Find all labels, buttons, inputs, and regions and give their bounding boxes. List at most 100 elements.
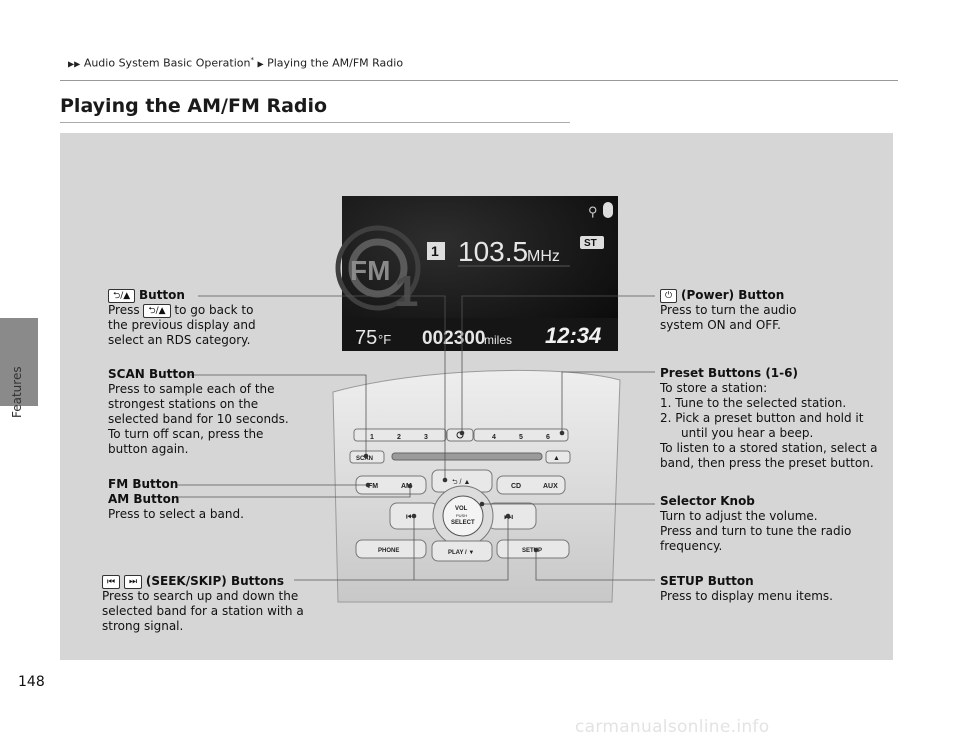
setup-label: SETUP: [522, 548, 542, 554]
display-clock: 12:34: [545, 323, 601, 348]
play-label: PLAY / ▼: [448, 550, 474, 556]
display-band: FM: [350, 255, 390, 286]
callout-fm-am-button: FM Button AM Button Press to select a ba…: [108, 477, 338, 522]
callout-scan-text: Press to sample each of the: [108, 382, 275, 396]
callout-scan-text: To turn off scan, press the: [108, 427, 264, 441]
selector-knob[interactable]: [442, 495, 484, 537]
callout-scan-title: SCAN Button: [108, 367, 195, 381]
callout-fm-title: FM Button: [108, 477, 179, 491]
callout-scan-text: strongest stations on the: [108, 397, 259, 411]
callout-preset-step: until you hear a beep.: [681, 426, 814, 440]
callout-fm-am-text: Press to select a band.: [108, 507, 244, 521]
callout-preset-buttons: Preset Buttons (1-6) To store a station:…: [660, 366, 900, 471]
svg-text:1: 1: [394, 267, 418, 316]
callout-setup-button: SETUP Button Press to display menu items…: [660, 574, 890, 604]
knob-select-label: SELECT: [451, 520, 475, 526]
callout-selector-text: Turn to adjust the volume.: [660, 509, 818, 523]
callout-am-title: AM Button: [108, 492, 180, 506]
display-temp-unit: °F: [378, 332, 391, 347]
usb-icon: ⚲: [588, 204, 598, 219]
bluetooth-icon: [603, 202, 613, 218]
aux-button[interactable]: AUX: [543, 483, 558, 490]
display-frequency: 103.5: [458, 236, 528, 267]
breadcrumb: ▶▶ Audio System Basic Operation* ▶ Playi…: [68, 56, 403, 70]
display-screen: FM 1 ⚲ 1 103.5 MHz ST 75 °F 002300 miles…: [335, 196, 618, 351]
page-number: 148: [18, 674, 45, 690]
power-button[interactable]: [446, 428, 474, 442]
display-odometer-unit: miles: [484, 333, 512, 347]
callout-seek-text: Press to search up and down the: [102, 589, 299, 603]
callout-selector-title: Selector Knob: [660, 494, 755, 508]
callout-power-title: (Power) Button: [680, 288, 785, 302]
watermark: carmanualsonline.info: [575, 717, 770, 737]
callout-power-button: ⏻ (Power) Button Press to turn the audio…: [660, 288, 890, 333]
preset-2-label[interactable]: 2: [397, 434, 401, 441]
callout-seek-skip: ⏮ ⏭ (SEEK/SKIP) Buttons Press to search …: [102, 574, 332, 634]
knob-vol-label: VOL: [455, 506, 468, 512]
callout-scan-button: SCAN Button Press to sample each of the …: [108, 367, 338, 457]
cd-button[interactable]: CD: [511, 483, 521, 490]
am-button[interactable]: AM: [401, 483, 412, 490]
knob-push-label: PUSH: [456, 513, 467, 518]
callout-setup-title: SETUP Button: [660, 574, 754, 588]
callout-preset-step: 1. Tune to the selected station.: [660, 396, 847, 410]
phone-label: PHONE: [378, 548, 399, 554]
breadcrumb-item-audio[interactable]: Audio System Basic Operation: [83, 56, 251, 70]
callout-preset-text: To store a station:: [660, 381, 768, 395]
callout-preset-title: Preset Buttons (1-6): [660, 366, 798, 380]
callout-scan-text: selected band for 10 seconds.: [108, 412, 289, 426]
leader-lines: [176, 295, 655, 581]
play-button[interactable]: [431, 540, 493, 562]
callout-setup-text: Press to display menu items.: [660, 589, 833, 603]
setup-button[interactable]: [496, 539, 570, 559]
callout-seek-text: strong signal.: [102, 619, 184, 633]
preset-3-label[interactable]: 3: [424, 434, 428, 441]
eject-button[interactable]: [545, 450, 571, 464]
breadcrumb-arrow-icon: ▶▶: [68, 59, 81, 69]
chapter-tab: [0, 318, 38, 406]
title-divider: [60, 122, 570, 123]
callout-seek-text: selected band for a station with a: [102, 604, 304, 618]
callout-back-button: ⮌/▲ Button Press ⮌/▲ to go back to the p…: [108, 288, 338, 348]
preset-1-label[interactable]: 1: [370, 434, 374, 441]
power-symbol-icon: ⏻: [660, 288, 678, 303]
cd-slot: [391, 452, 543, 461]
callout-scan-text: button again.: [108, 442, 189, 456]
display-temp: 75: [355, 327, 377, 349]
footnote-mark: *: [250, 56, 254, 64]
phone-button[interactable]: [355, 539, 427, 559]
callout-selector-text: frequency.: [660, 539, 723, 553]
callout-selector-text: Press and turn to tune the radio: [660, 524, 852, 538]
preset-5-label[interactable]: 5: [519, 434, 523, 441]
callout-power-text: system ON and OFF.: [660, 318, 781, 332]
callout-seek-title: (SEEK/SKIP) Buttons: [145, 574, 285, 588]
display-unit: MHz: [527, 248, 560, 265]
preset-6-label[interactable]: 6: [546, 434, 550, 441]
audio-unit-body: 1 2 3 4 5 6 SCAN ▲ ⮌ / ▲ FM AM CD AUX ⏮ …: [332, 369, 621, 603]
display-preset: 1: [431, 243, 439, 259]
page-title: Playing the AM/FM Radio: [60, 95, 328, 117]
back-symbol-icon: ⮌/▲: [108, 288, 136, 303]
display-stereo: ST: [584, 238, 597, 249]
breadcrumb-arrow-icon: ▶: [257, 59, 264, 69]
seek-forward-symbol-icon: ⏭: [123, 574, 143, 589]
leader-dots: [363, 430, 565, 553]
callout-preset-text: band, then press the preset button.: [660, 456, 874, 470]
fm-button[interactable]: FM: [368, 483, 378, 490]
preset-4-label[interactable]: 4: [492, 434, 496, 441]
callout-back-text: Press: [108, 303, 140, 317]
callout-back-text: the previous display and: [108, 318, 256, 332]
breadcrumb-item-current: Playing the AM/FM Radio: [267, 56, 404, 70]
back-symbol-icon: ⮌/▲: [143, 303, 171, 318]
callout-back-text: to go back to: [174, 303, 254, 317]
seek-back-icon: ⏮: [406, 512, 415, 523]
display-odometer: 002300: [422, 328, 485, 349]
scan-label: SCAN: [356, 456, 373, 462]
callout-preset-step: 2. Pick a preset button and hold it: [660, 411, 864, 425]
callout-back-title: Button: [139, 288, 185, 302]
callout-power-text: Press to turn the audio: [660, 303, 797, 317]
callout-back-text: select an RDS category.: [108, 333, 251, 347]
callout-preset-text: To listen to a stored station, select a: [660, 441, 878, 455]
back-label: ⮌ / ▲: [452, 478, 470, 486]
